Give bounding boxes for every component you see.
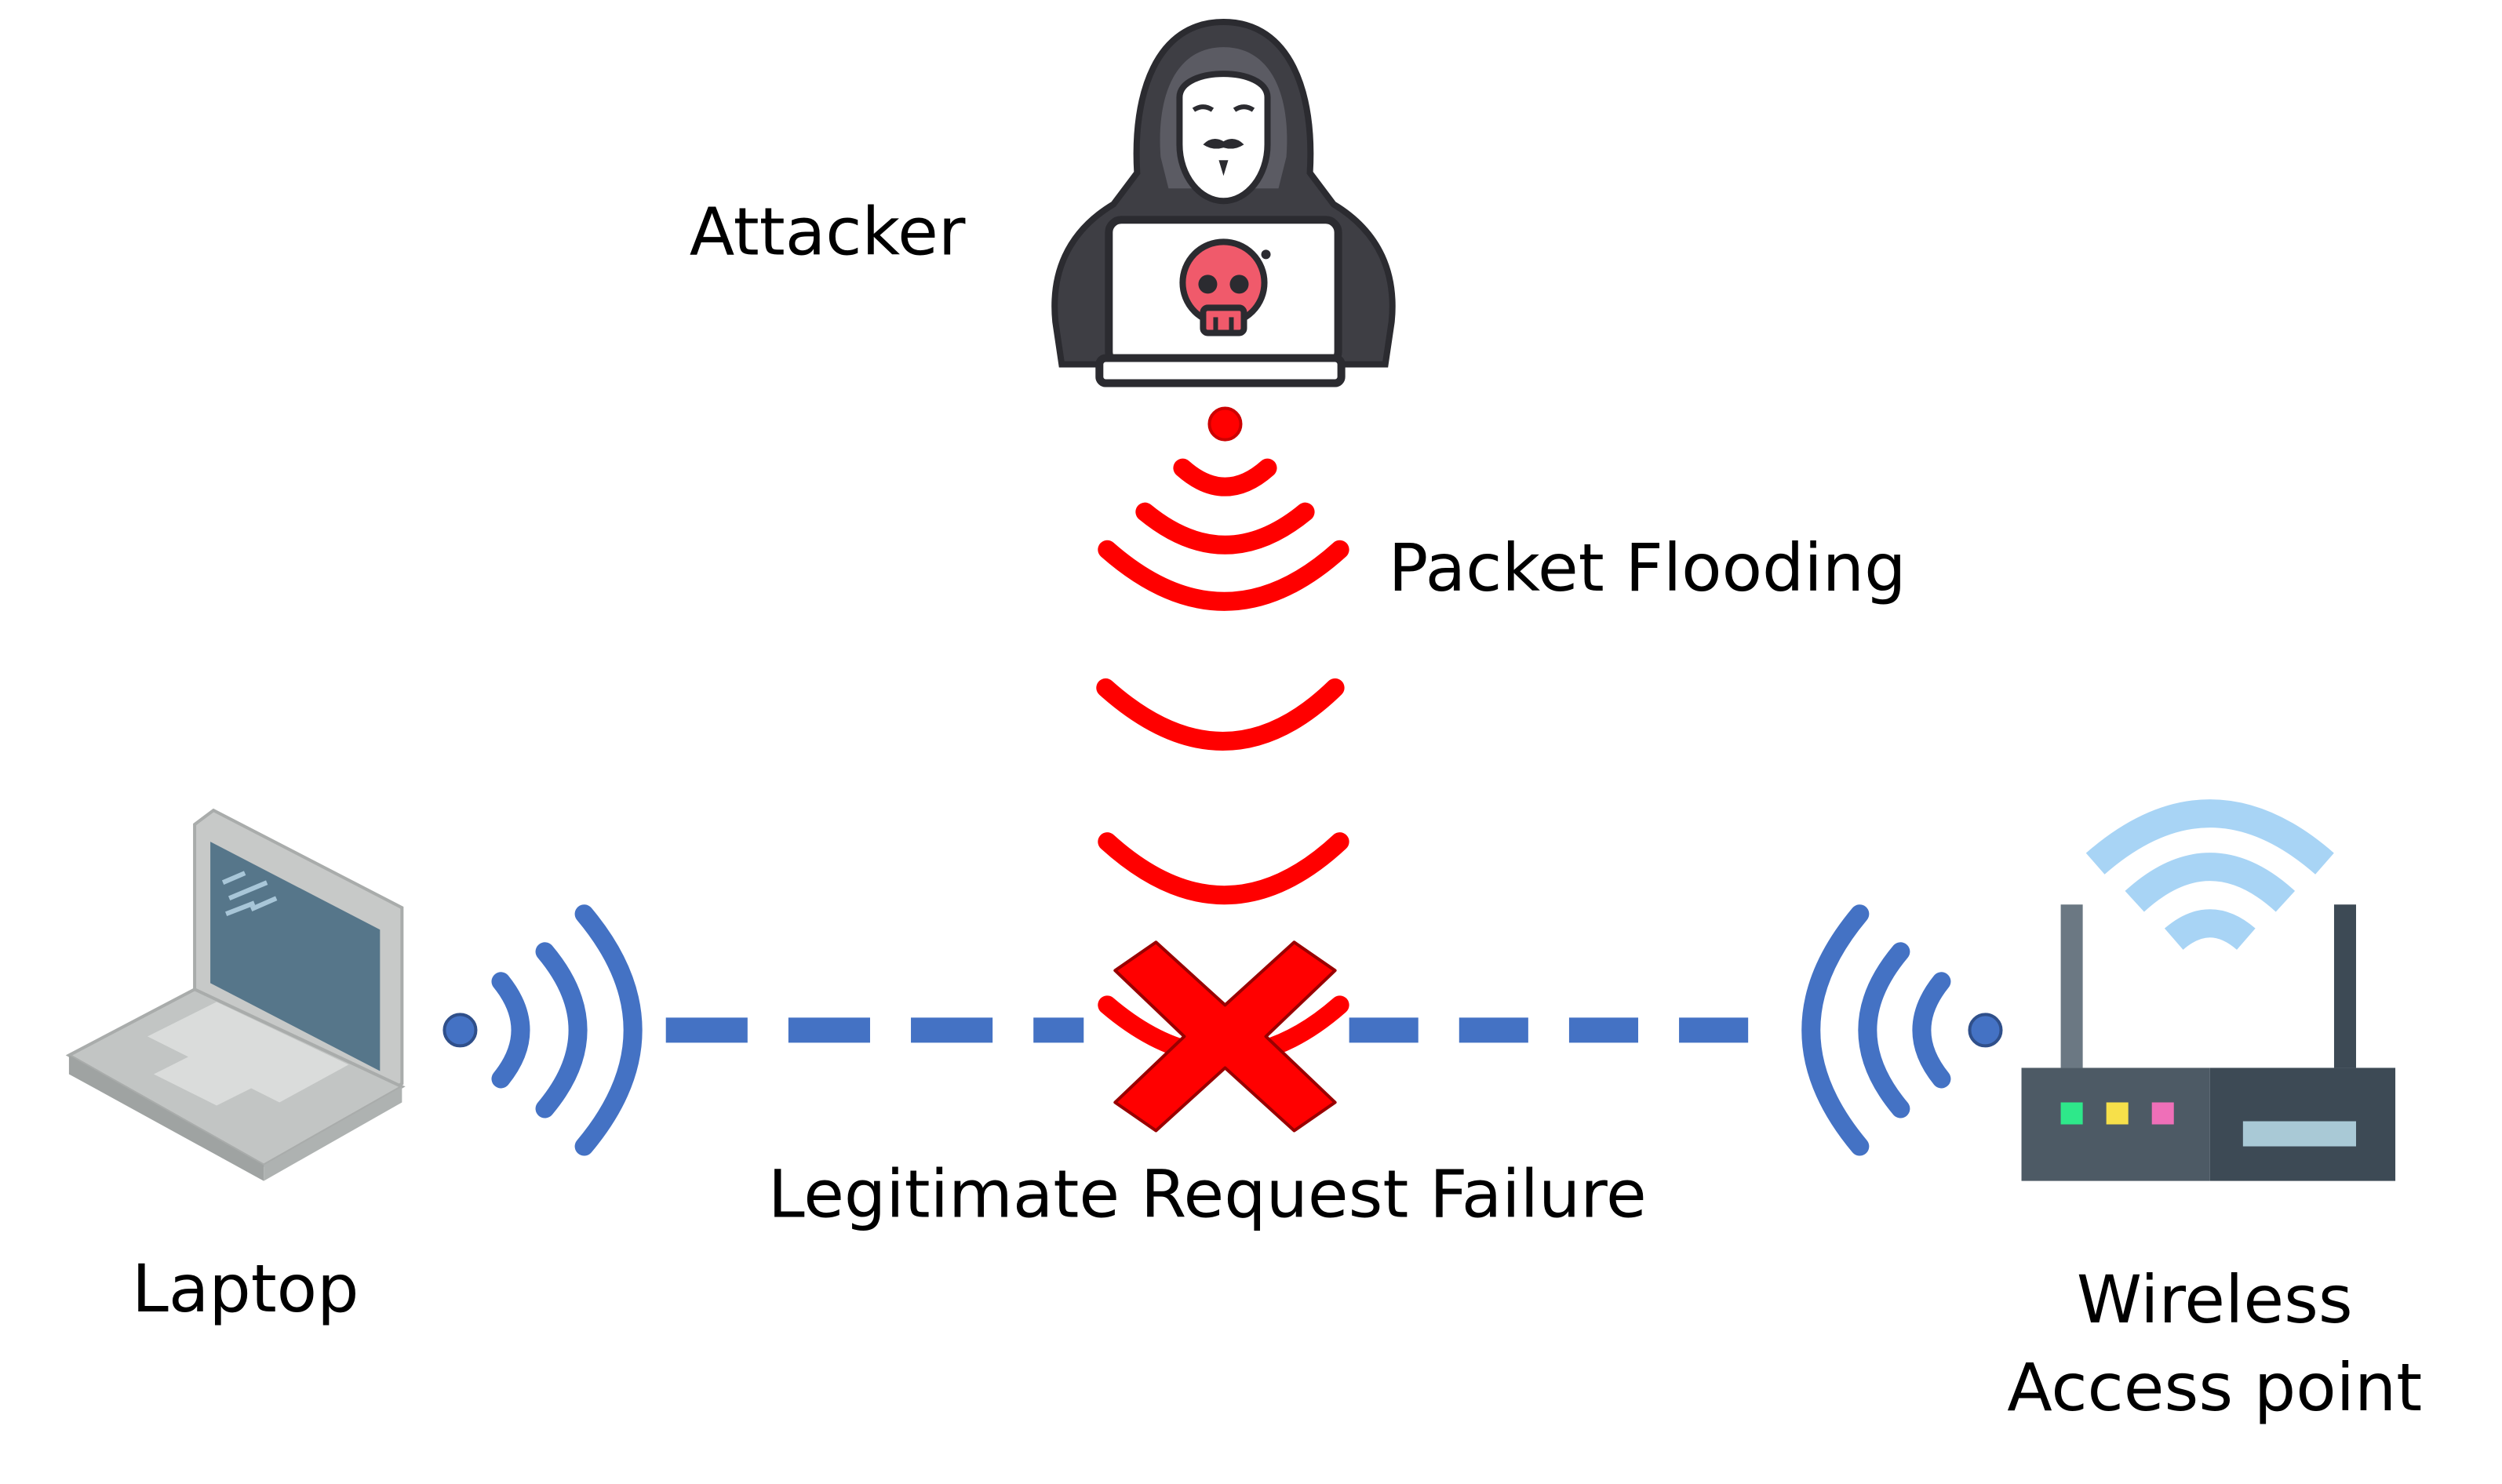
flood-wave-4 <box>1096 678 1345 751</box>
legitimate-request-failure-label: Legitimate Request Failure <box>768 1156 1647 1233</box>
packet-flooding-label: Packet Flooding <box>1389 529 1907 606</box>
laptop-icon <box>65 808 406 1181</box>
red-x-icon <box>1113 940 1337 1133</box>
laptop-label: Laptop <box>132 1250 359 1327</box>
flood-wave-3 <box>1098 540 1349 611</box>
router-wifi-icon <box>2085 799 2334 951</box>
laptop-wifi-signal <box>442 904 643 1156</box>
attacker-icon <box>1051 19 1396 387</box>
flood-wave-2 <box>1135 502 1315 555</box>
ap-wifi-signal <box>1801 904 2003 1156</box>
flood-wave-1 <box>1173 458 1277 496</box>
flood-source-dot <box>1207 406 1243 442</box>
attacker-label: Attacker <box>690 193 966 270</box>
access-point-label-line2: Access point <box>2007 1349 2422 1426</box>
access-point-label-line1: Wireless <box>2077 1261 2353 1338</box>
wireless-router-icon <box>2021 799 2396 1181</box>
flood-wave-5 <box>1098 832 1349 905</box>
skull-icon <box>1179 238 1271 336</box>
